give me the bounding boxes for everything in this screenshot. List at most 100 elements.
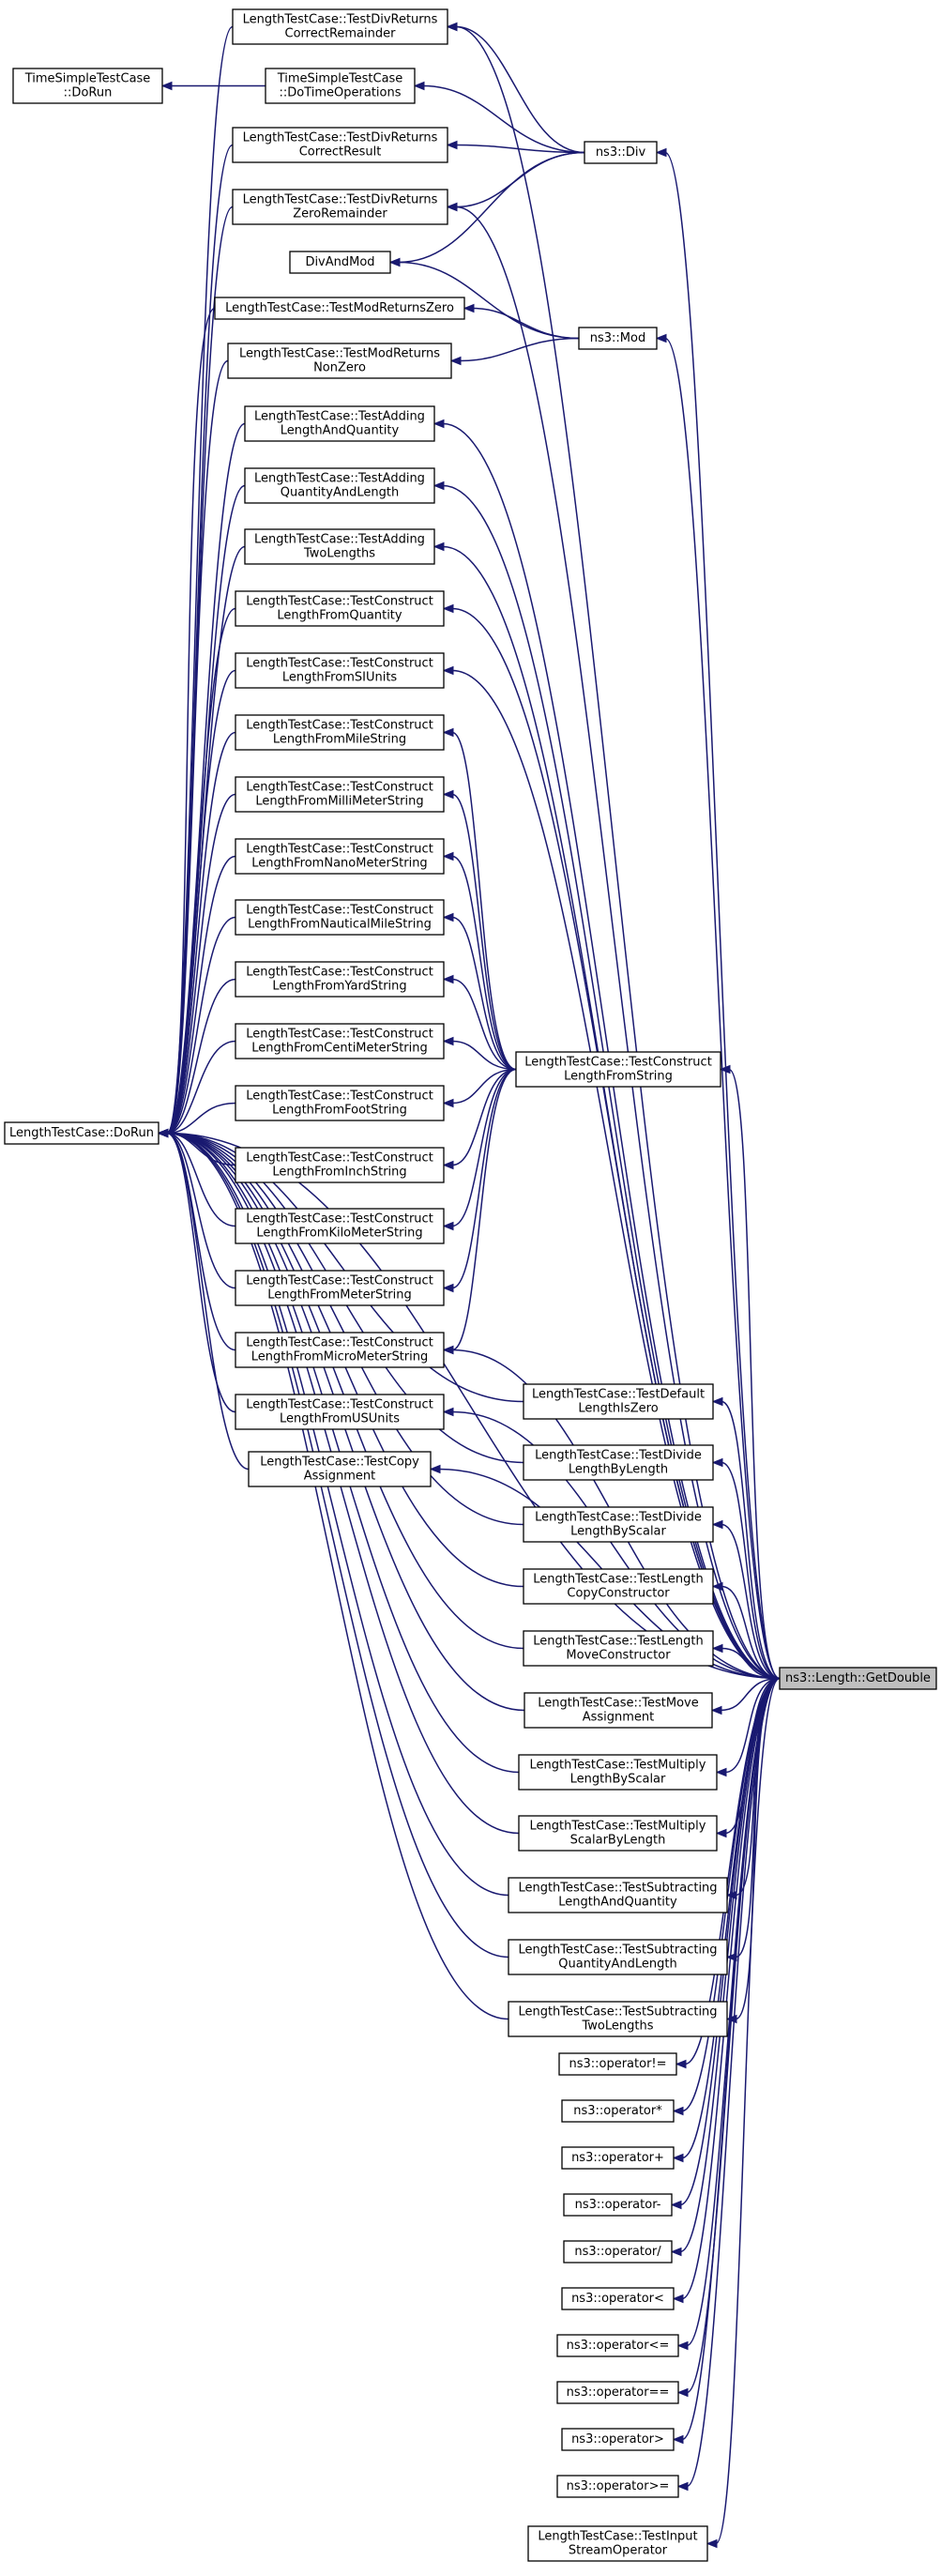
node-label: LengthTestCase::TestMultiply bbox=[530, 1820, 706, 1834]
node-label: Assignment bbox=[304, 1470, 376, 1484]
edge-path bbox=[721, 1523, 781, 1680]
node-label: LengthTestCase::TestSubtracting bbox=[518, 1882, 717, 1896]
node-subtracting-two-lengths[interactable]: LengthTestCase::TestSubtractingTwoLength… bbox=[508, 2001, 728, 2037]
node-label: LengthTestCase::TestMultiply bbox=[530, 1759, 706, 1773]
node-label: ns3::operator== bbox=[567, 2385, 670, 2400]
edge-path bbox=[681, 1677, 781, 2441]
node-op-plus[interactable]: ns3::operator+ bbox=[561, 2146, 675, 2170]
node-focus[interactable]: ns3::Length::GetDouble bbox=[779, 1667, 937, 1690]
edge-path bbox=[451, 793, 517, 1071]
edge-construct-from-string-to-construct-from-foot-string bbox=[442, 1068, 517, 1108]
node-box bbox=[556, 2381, 679, 2404]
node-label: LengthTestCase::TestModReturnsZero bbox=[225, 301, 454, 315]
node-adding-quantity-length[interactable]: LengthTestCase::TestAddingQuantityAndLen… bbox=[244, 467, 435, 504]
edge-path bbox=[721, 1461, 781, 1680]
node-length-dorun[interactable]: LengthTestCase::DoRun bbox=[4, 1121, 159, 1145]
node-time-dorun[interactable]: TimeSimpleTestCase::DoRun bbox=[12, 68, 163, 104]
node-construct-from-micrometer-string[interactable]: LengthTestCase::TestConstructLengthFromM… bbox=[235, 1332, 445, 1368]
edge-path bbox=[166, 1132, 236, 1351]
node-ns3-mod[interactable]: ns3::Mod bbox=[578, 327, 658, 350]
edge-path bbox=[166, 1132, 236, 1289]
node-adding-length-quantity[interactable]: LengthTestCase::TestAddingLengthAndQuant… bbox=[244, 405, 435, 442]
node-time-dotimeops[interactable]: TimeSimpleTestCase::DoTimeOperations bbox=[265, 68, 416, 104]
edge-path bbox=[686, 1677, 781, 2488]
edge-focus-to-op-greater-equal bbox=[676, 1677, 781, 2492]
node-op-multiply[interactable]: ns3::operator* bbox=[561, 2099, 675, 2123]
node-op-less-equal[interactable]: ns3::operator<= bbox=[556, 2334, 679, 2357]
node-label: ns3::operator- bbox=[575, 2198, 661, 2212]
node-construct-from-us-units[interactable]: LengthTestCase::TestConstructLengthFromU… bbox=[235, 1394, 445, 1430]
node-construct-from-meter-string[interactable]: LengthTestCase::TestConstructLengthFromM… bbox=[235, 1270, 445, 1306]
edge-construct-from-string-to-construct-from-nautical-mile-string bbox=[442, 912, 517, 1071]
node-op-less[interactable]: ns3::operator< bbox=[561, 2287, 675, 2310]
node-construct-from-string[interactable]: LengthTestCase::TestConstructLengthFromS… bbox=[515, 1051, 721, 1088]
node-construct-from-quantity[interactable]: LengthTestCase::TestConstructLengthFromQ… bbox=[235, 590, 445, 627]
node-ns3-div[interactable]: ns3::Div bbox=[584, 141, 658, 164]
node-label: LengthTestCase::TestConstruct bbox=[246, 1274, 433, 1288]
edge-path bbox=[166, 359, 229, 1135]
node-construct-from-yard-string[interactable]: LengthTestCase::TestConstructLengthFromY… bbox=[235, 961, 445, 998]
node-construct-from-inch-string[interactable]: LengthTestCase::TestConstructLengthFromI… bbox=[235, 1147, 445, 1183]
node-construct-from-millimeter-string[interactable]: LengthTestCase::TestConstructLengthFromM… bbox=[235, 776, 445, 813]
node-op-greater[interactable]: ns3::operator> bbox=[561, 2428, 675, 2451]
node-construct-from-nautical-mile-string[interactable]: LengthTestCase::TestConstructLengthFromN… bbox=[235, 899, 445, 936]
node-box bbox=[556, 2475, 679, 2498]
node-construct-from-nanometer-string[interactable]: LengthTestCase::TestConstructLengthFromN… bbox=[235, 838, 445, 875]
node-length-move-constructor[interactable]: LengthTestCase::TestLengthMoveConstructo… bbox=[523, 1630, 714, 1667]
edge-arrowhead bbox=[711, 1519, 723, 1530]
edge-arrowhead bbox=[655, 333, 667, 343]
edge-arrowhead bbox=[711, 1643, 723, 1654]
node-label: LengthAndQuantity bbox=[281, 424, 400, 438]
node-box bbox=[235, 838, 445, 875]
node-label: TwoLengths bbox=[303, 547, 375, 561]
node-construct-from-foot-string[interactable]: LengthTestCase::TestConstructLengthFromF… bbox=[235, 1085, 445, 1121]
node-length-copy-constructor[interactable]: LengthTestCase::TestLengthCopyConstructo… bbox=[523, 1568, 714, 1605]
node-label: LengthTestCase::TestConstruct bbox=[246, 1336, 433, 1350]
node-label: LengthTestCase::TestInput bbox=[538, 2530, 697, 2544]
node-label: TwoLengths bbox=[582, 2020, 654, 2034]
edge-arrowhead bbox=[442, 851, 454, 861]
node-box bbox=[563, 2193, 673, 2217]
node-div-correct-remainder[interactable]: LengthTestCase::TestDivReturnsCorrectRem… bbox=[232, 8, 448, 45]
edge-arrowhead bbox=[413, 81, 425, 91]
node-construct-from-si-units[interactable]: LengthTestCase::TestConstructLengthFromS… bbox=[235, 652, 445, 689]
node-mod-returns-zero[interactable]: LengthTestCase::TestModReturnsZero bbox=[214, 297, 465, 320]
node-op-minus[interactable]: ns3::operator- bbox=[563, 2193, 673, 2217]
edge-path bbox=[166, 1132, 524, 1650]
node-subtracting-length-quantity[interactable]: LengthTestCase::TestSubtractingLengthAnd… bbox=[508, 1877, 728, 1913]
node-construct-from-mile-string[interactable]: LengthTestCase::TestConstructLengthFromM… bbox=[235, 714, 445, 751]
node-multiply-scalar-by-length[interactable]: LengthTestCase::TestMultiplyScalarByLeng… bbox=[518, 1815, 718, 1852]
node-label: StreamOperator bbox=[569, 2544, 668, 2558]
node-op-equal[interactable]: ns3::operator== bbox=[556, 2381, 679, 2404]
edge-path bbox=[166, 545, 246, 1135]
edge-focus-to-divide-length-by-length bbox=[711, 1457, 781, 1680]
node-op-greater-equal[interactable]: ns3::operator>= bbox=[556, 2475, 679, 2498]
edge-arrowhead bbox=[670, 2247, 682, 2257]
node-div-zero-remainder[interactable]: LengthTestCase::TestDivReturnsZeroRemain… bbox=[232, 189, 448, 225]
node-op-divide[interactable]: ns3::operator/ bbox=[563, 2240, 673, 2264]
node-label: LengthTestCase::TestConstruct bbox=[246, 1090, 433, 1104]
node-box bbox=[235, 776, 445, 813]
node-label: LengthTestCase::TestMove bbox=[538, 1697, 698, 1711]
node-construct-from-kilometer-string[interactable]: LengthTestCase::TestConstructLengthFromK… bbox=[235, 1208, 445, 1244]
node-subtracting-quantity-length[interactable]: LengthTestCase::TestSubtractingQuantityA… bbox=[508, 1939, 728, 1975]
node-op-not-equal[interactable]: ns3::operator!= bbox=[558, 2052, 677, 2076]
node-multiply-length-by-scalar[interactable]: LengthTestCase::TestMultiplyLengthByScal… bbox=[518, 1754, 718, 1791]
edge-focus-to-ns3-div bbox=[655, 147, 781, 1680]
node-div-correct-result[interactable]: LengthTestCase::TestDivReturnsCorrectRes… bbox=[232, 127, 448, 163]
edge-focus-to-length-move-constructor bbox=[711, 1643, 781, 1680]
node-box bbox=[235, 1147, 445, 1183]
node-label: ZeroRemainder bbox=[293, 207, 387, 221]
node-label: LengthTestCase::TestConstruct bbox=[246, 657, 433, 671]
node-construct-from-centimeter-string[interactable]: LengthTestCase::TestConstructLengthFromC… bbox=[235, 1023, 445, 1059]
node-div-and-mod[interactable]: DivAndMod bbox=[289, 251, 391, 274]
edge-ns3-mod-to-mod-returns-zero bbox=[463, 303, 580, 340]
